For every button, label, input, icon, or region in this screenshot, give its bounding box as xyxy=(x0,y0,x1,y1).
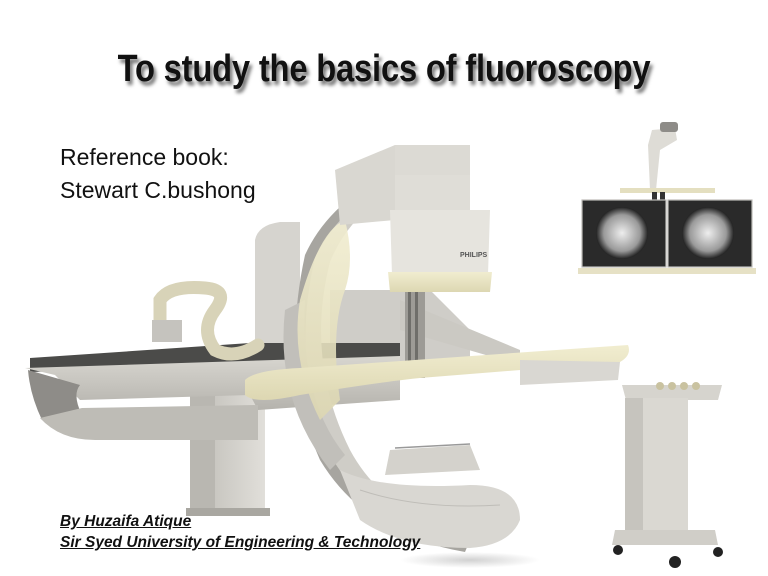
xray-monitors xyxy=(578,199,756,274)
monitor-suspension xyxy=(620,122,715,200)
institution-name: Sir Syed University of Engineering & Tec… xyxy=(60,534,421,551)
reference-label: Reference book: xyxy=(60,144,229,170)
image-intensifier: PHILIPS xyxy=(388,175,492,292)
presenter-name: By Huzaifa Atique xyxy=(60,513,192,530)
reference-block: Reference book: Stewart C.bushong xyxy=(60,141,256,207)
reference-author: Stewart C.bushong xyxy=(60,177,256,203)
slide-title: To study the basics of fluoroscopy xyxy=(117,48,651,90)
xray-tube-base xyxy=(340,443,520,548)
philips-label: PHILIPS xyxy=(460,252,488,259)
credits-block: By Huzaifa Atique Sir Syed University of… xyxy=(60,511,420,553)
patient-table xyxy=(25,343,400,440)
control-cart xyxy=(612,382,723,568)
